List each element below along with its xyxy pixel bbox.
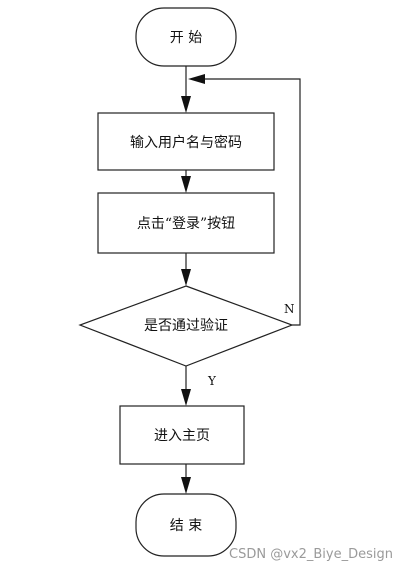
arrow-click-to-decision [181,253,191,286]
process-click-login: 点击“登录”按钮 [97,192,275,254]
enter-home-label: 进入主页 [154,428,210,444]
decision-verified: 是否通过验证 [78,285,294,367]
start-node: 开 始 [135,7,237,67]
branch-no-label: N [284,302,295,316]
process-input-credentials: 输入用户名与密码 [97,112,275,171]
arrow-home-to-end [181,464,191,494]
end-label: 结 束 [170,518,202,534]
process-enter-home: 进入主页 [119,405,245,465]
click-login-label: 点击“登录”按钮 [137,216,235,232]
arrow-input-to-click [181,170,191,193]
start-label: 开 始 [170,30,202,46]
decision-label: 是否通过验证 [144,318,228,334]
input-credentials-label: 输入用户名与密码 [130,134,242,151]
arrow-no-loop-back: N [188,74,301,326]
watermark: CSDN @vx2_Biye_Design [229,547,393,562]
arrow-start-to-input [181,66,191,113]
arrow-yes-to-home: Y [181,366,217,406]
branch-yes-label: Y [207,374,217,388]
end-node: 结 束 [135,493,237,557]
